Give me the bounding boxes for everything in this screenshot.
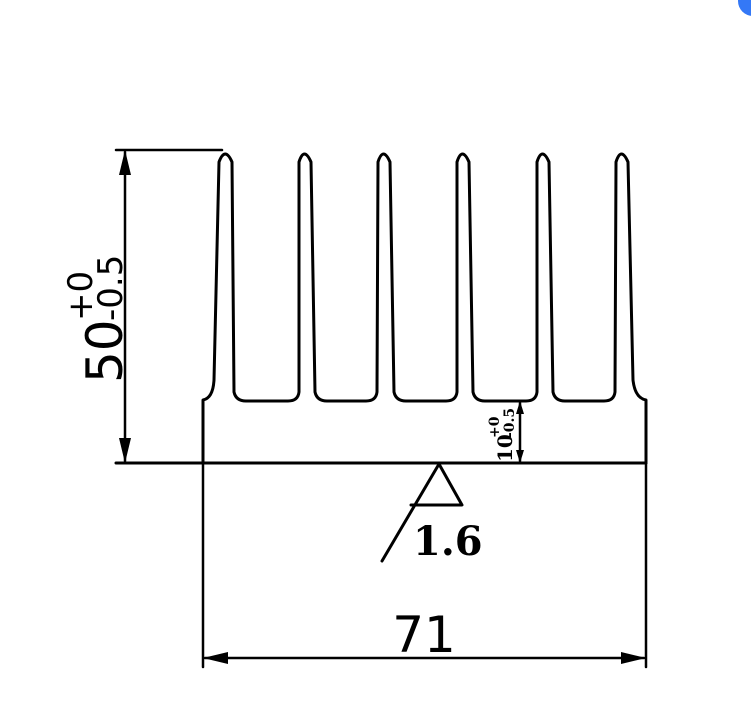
base-nominal: 10 [493, 434, 517, 462]
base-dimension-label: 10 +0 -0.5 [487, 408, 518, 462]
height-arrow-bottom [119, 438, 131, 463]
base-lower-tolerance: -0.5 [502, 408, 518, 438]
roughness-value: 1.6 [413, 518, 483, 565]
base-upper-tolerance: +0 [487, 416, 503, 438]
height-upper-tolerance: +0 [61, 271, 101, 321]
roughness-check-mark [380, 462, 464, 563]
width-arrow-right [621, 652, 646, 664]
base-arrow-bottom [516, 450, 524, 463]
height-lower-tolerance: -0.5 [91, 255, 131, 321]
base-arrow-top [516, 401, 524, 414]
width-dimension-label: 71 [392, 606, 456, 664]
height-arrow-top [119, 150, 131, 175]
heatsink-outline [201, 152, 648, 465]
height-dimension-label: 50 +0 -0.5 [61, 255, 134, 383]
surface-roughness-symbol: 1.6 [380, 462, 483, 565]
width-arrow-left [203, 652, 228, 664]
height-nominal: 50 [76, 319, 134, 383]
